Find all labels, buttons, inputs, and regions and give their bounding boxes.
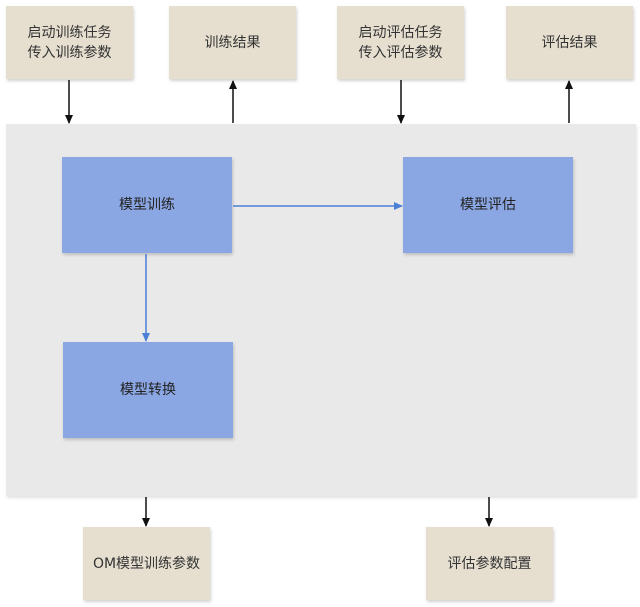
evaluation-result-label: 评估结果	[541, 34, 598, 51]
training-result-box: 训练结果	[169, 6, 296, 79]
start-evaluation-line1: 启动评估任务	[358, 24, 443, 41]
model-conversion-label: 模型转换	[120, 382, 176, 398]
start-training-line1: 启动训练任务	[27, 24, 112, 41]
start-evaluation-box: 启动评估任务 传入评估参数	[337, 6, 464, 79]
training-result-label: 训练结果	[204, 34, 261, 51]
evaluation-result-box: 评估结果	[506, 6, 633, 79]
start-training-box: 启动训练任务 传入训练参数	[6, 6, 133, 79]
start-evaluation-line2: 传入评估参数	[358, 44, 443, 61]
evaluation-params-config-label: 评估参数配置	[447, 555, 532, 572]
om-training-params-box: OM模型训练参数	[83, 527, 210, 600]
model-training-label: 模型训练	[119, 197, 175, 213]
om-training-params-label: OM模型训练参数	[92, 555, 201, 572]
model-training-box: 模型训练	[62, 157, 232, 253]
evaluation-params-config-box: 评估参数配置	[426, 527, 553, 600]
model-evaluation-box: 模型评估	[403, 157, 573, 253]
start-training-line2: 传入训练参数	[27, 44, 112, 61]
model-conversion-box: 模型转换	[63, 342, 233, 438]
model-evaluation-label: 模型评估	[460, 197, 516, 213]
